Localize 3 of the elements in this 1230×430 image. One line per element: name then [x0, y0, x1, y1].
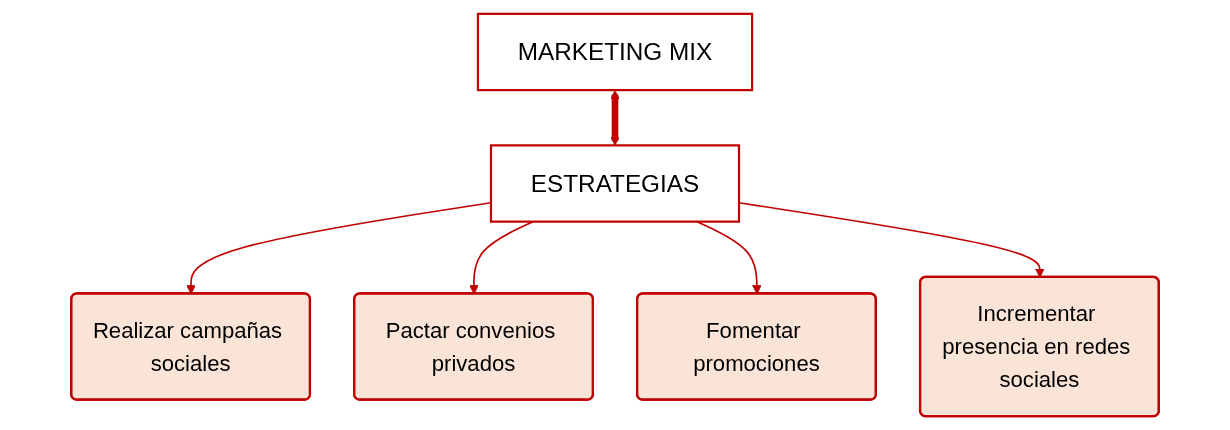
arrow: [610, 90, 620, 146]
node-box: ESTRATEGIAS: [489, 144, 741, 223]
node-box: MARKETING MIX: [476, 12, 754, 92]
